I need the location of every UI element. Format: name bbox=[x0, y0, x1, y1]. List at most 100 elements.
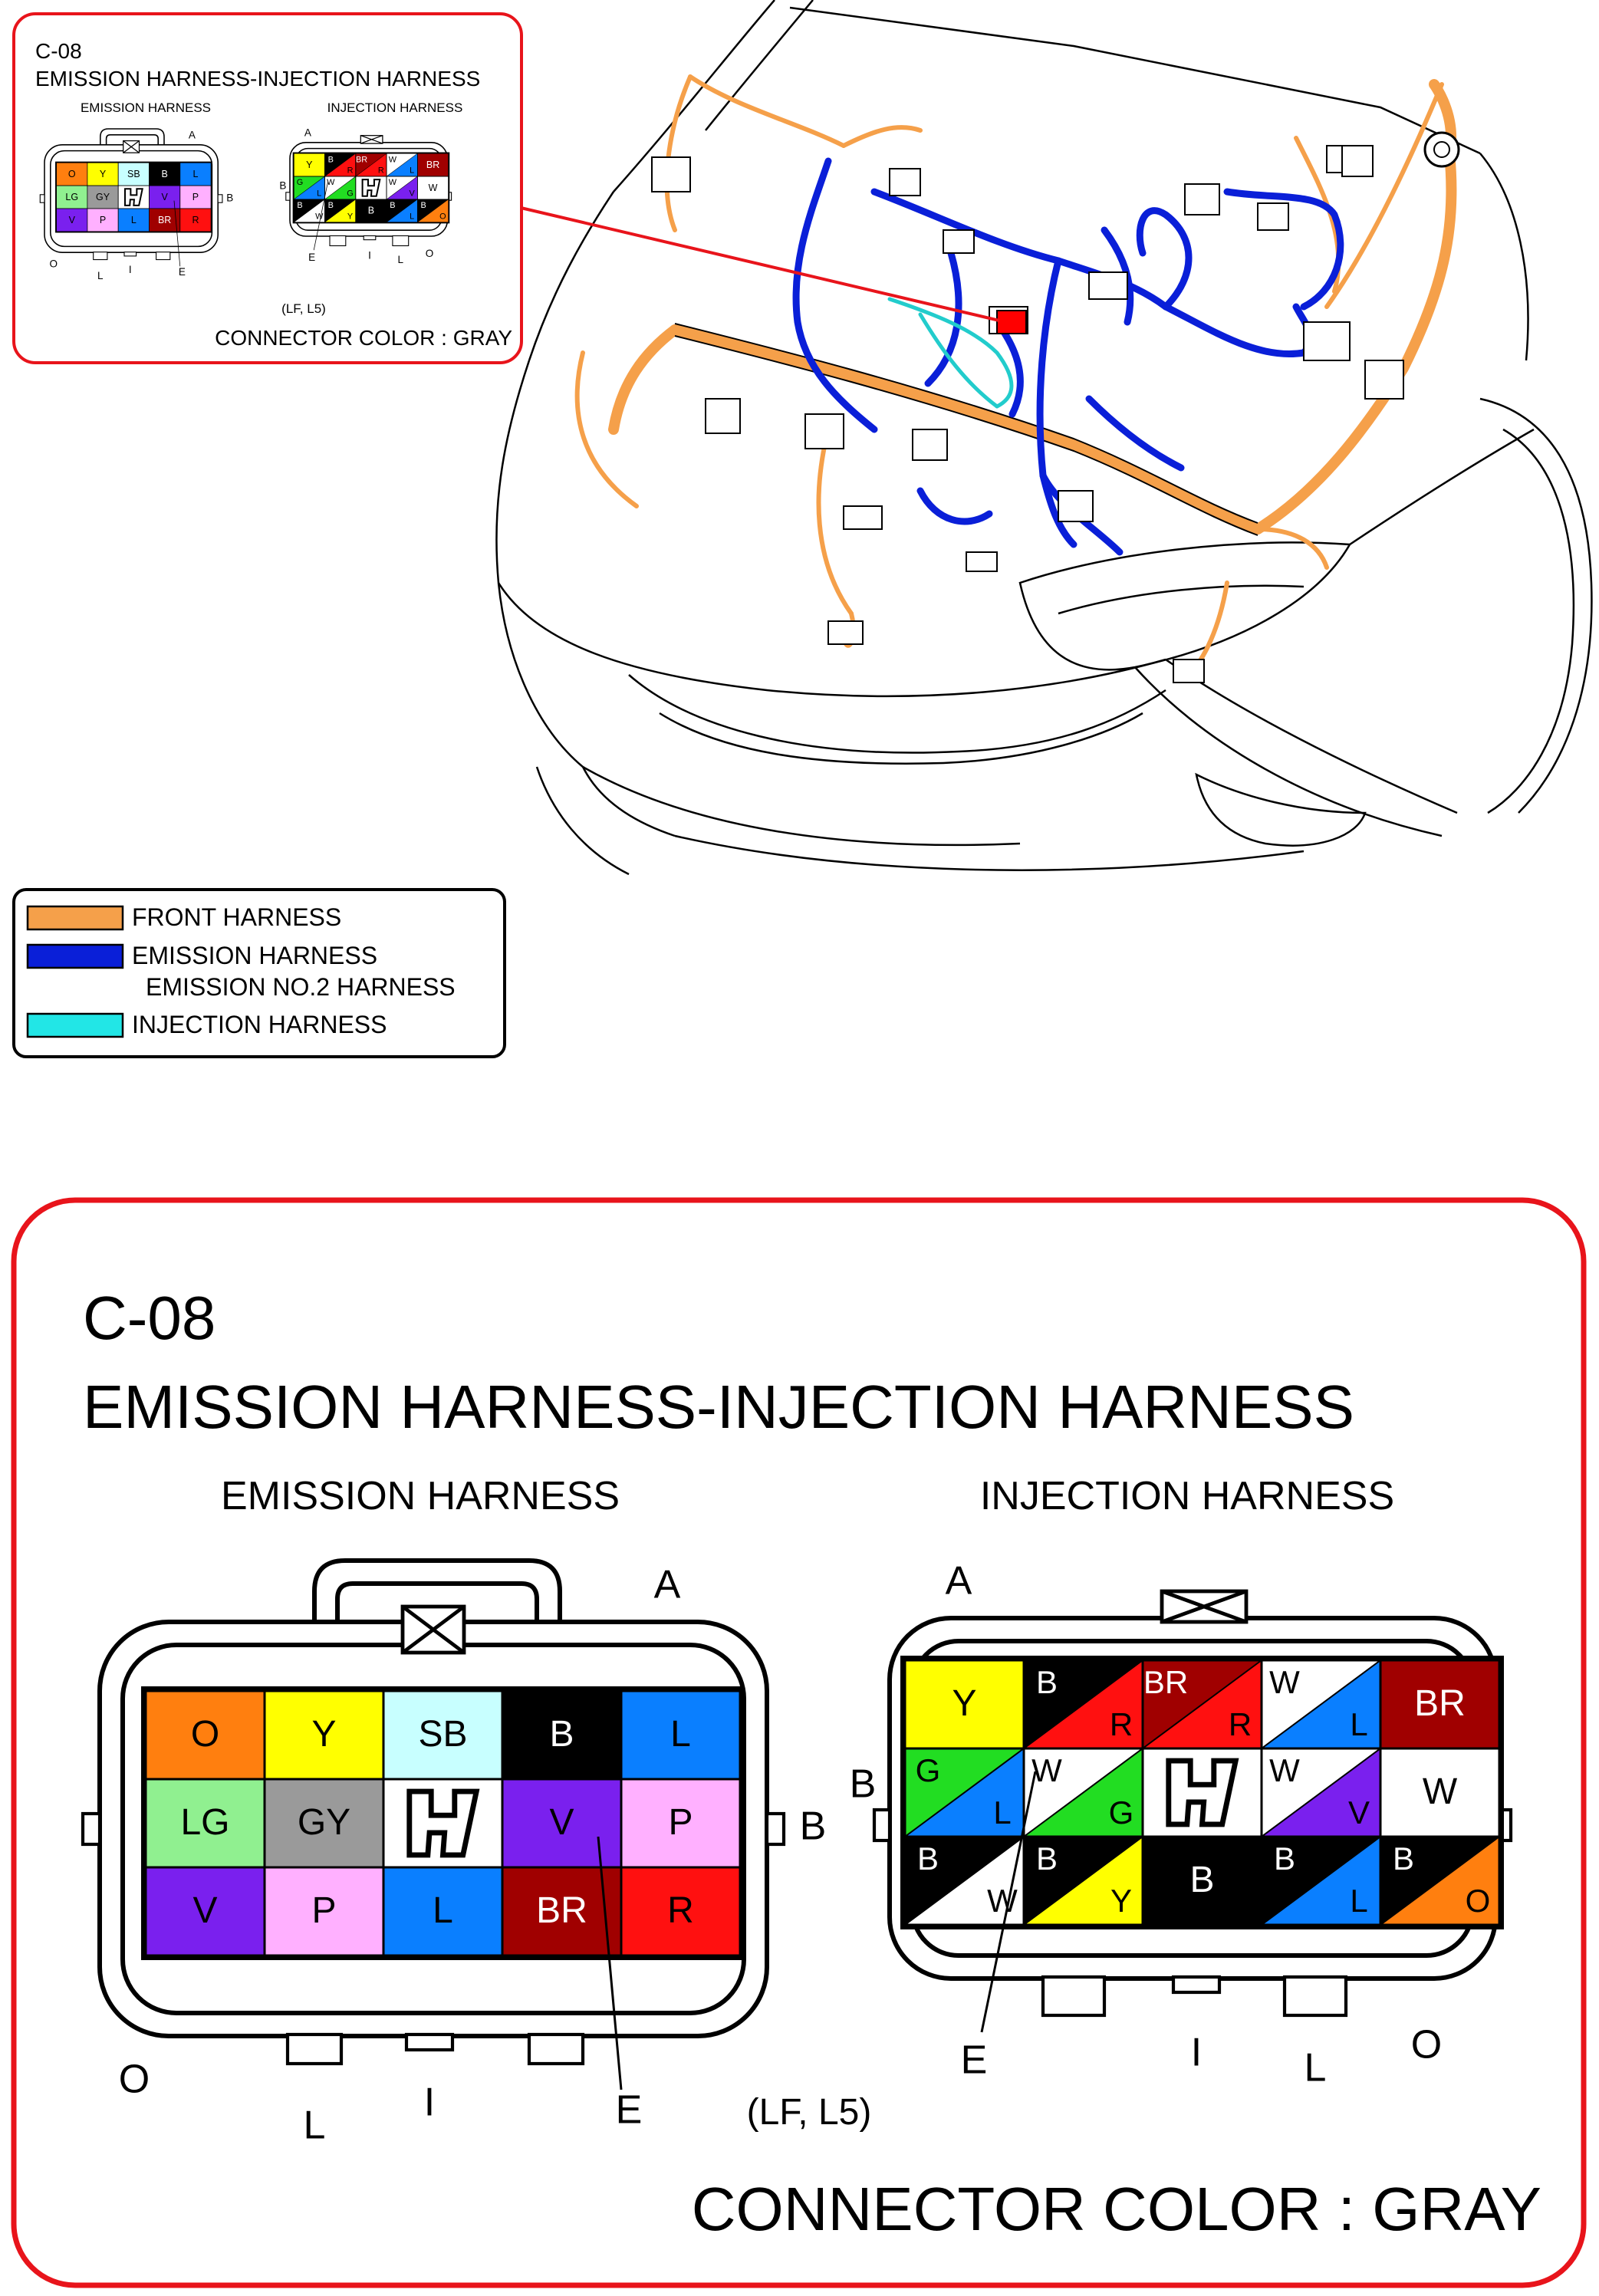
injection-cell-label: W bbox=[389, 178, 397, 187]
injection-cell-stripe-label: Y bbox=[1110, 1883, 1132, 1919]
key-h-icon bbox=[1166, 1758, 1239, 1827]
cell-divider bbox=[1142, 1660, 1262, 1749]
detail-panel: C-08 EMISSION HARNESS-INJECTION HARNESS … bbox=[11, 1197, 1587, 2288]
injection-cell-label: G bbox=[297, 178, 303, 187]
cell-divider bbox=[386, 153, 418, 177]
cell-divider bbox=[904, 1836, 1025, 1926]
injection-cell-stripe-label: L bbox=[410, 212, 414, 221]
injection-cell-label: W bbox=[1031, 1752, 1062, 1788]
bottom-o-label: O bbox=[49, 258, 58, 269]
callout-pointer-line bbox=[517, 206, 1000, 322]
injection-cell-stripe-label: R bbox=[378, 166, 384, 176]
injection-cell-label: B bbox=[1189, 1860, 1214, 1900]
variant-label: (LF, L5) bbox=[747, 2092, 872, 2133]
bottom-tab bbox=[156, 252, 171, 261]
thumb-right-label: INJECTION HARNESS bbox=[327, 100, 463, 115]
bottom-tab bbox=[404, 2032, 455, 2052]
terminal-e-label: E bbox=[616, 2088, 643, 2133]
injection-cell-label: G bbox=[916, 1752, 941, 1788]
emission-cell bbox=[179, 208, 212, 232]
side-nub bbox=[285, 192, 291, 201]
injection-cell-stripe-label: G bbox=[1109, 1794, 1134, 1831]
side-nub bbox=[872, 1808, 892, 1843]
cell-divider bbox=[324, 199, 356, 223]
emission-cell bbox=[149, 185, 181, 209]
emission-cell-label: Y bbox=[100, 169, 107, 179]
key-h-icon bbox=[406, 1788, 480, 1858]
e-pointer-line bbox=[597, 1836, 623, 2090]
injection-cell-label: B bbox=[328, 201, 334, 210]
injection-cell-stripe-label: Y bbox=[347, 212, 354, 221]
injection-cell-label: BR bbox=[356, 155, 367, 164]
injection-cell-label: B bbox=[917, 1840, 939, 1877]
injection-cell-label: W bbox=[429, 183, 438, 193]
emission-cell-label: Y bbox=[311, 1714, 336, 1755]
bottom-tab bbox=[123, 252, 137, 257]
side-b-label: B bbox=[226, 192, 233, 204]
side-nub bbox=[217, 194, 223, 203]
legend-label-emission2: EMISSION NO.2 HARNESS bbox=[146, 973, 456, 1001]
side-b-label: B bbox=[279, 180, 286, 192]
cell-divider bbox=[294, 199, 325, 223]
front-harness-outline bbox=[674, 323, 1258, 536]
injection-cell-border bbox=[1379, 1835, 1501, 1926]
cell-divider bbox=[417, 199, 449, 223]
injection-cell-stripe-label: W bbox=[987, 1883, 1018, 1919]
key-h-icon bbox=[361, 179, 381, 197]
bottom-i-label: I bbox=[129, 264, 132, 275]
emission-cell bbox=[56, 208, 88, 232]
injection-harness-label: INJECTION HARNESS bbox=[980, 1474, 1394, 1518]
bottom-tab bbox=[1171, 1975, 1222, 1995]
bottom-tab bbox=[93, 252, 108, 261]
injection-cell-label: B bbox=[328, 155, 334, 164]
bottom-i-label: I bbox=[424, 2081, 435, 2125]
bottom-tab bbox=[363, 235, 377, 241]
legend-swatch-injection bbox=[26, 1012, 124, 1038]
injection-cell-label: BR bbox=[1143, 1664, 1188, 1700]
thumb-connector-id: C-08 bbox=[35, 39, 82, 63]
emission-harness-wires bbox=[792, 157, 1344, 556]
emission-cell bbox=[263, 1689, 385, 1781]
bottom-l-label: L bbox=[97, 270, 104, 281]
terminal-e-label: E bbox=[308, 252, 315, 263]
emission-harness-label: EMISSION HARNESS bbox=[221, 1474, 620, 1518]
side-nub bbox=[81, 1811, 102, 1847]
side-b-label: B bbox=[850, 1762, 877, 1807]
connector-top-hood-inner bbox=[335, 1581, 539, 1645]
injection-cell-stripe-label: O bbox=[1466, 1883, 1491, 1919]
bottom-i-label: I bbox=[368, 250, 371, 262]
harness-legend: FRONT HARNESS EMISSION HARNESS EMISSION … bbox=[12, 888, 506, 1058]
emission-cell-label: V bbox=[549, 1802, 574, 1843]
emission-cell-label: V bbox=[192, 1890, 217, 1931]
emission-cell-label: L bbox=[192, 169, 198, 179]
cell-divider bbox=[386, 199, 418, 223]
injection-cell-stripe-label: W bbox=[315, 212, 324, 221]
emission-cell-label: P bbox=[311, 1890, 336, 1931]
car-outline bbox=[495, 0, 1593, 876]
injection-cell-label: BR bbox=[1414, 1683, 1466, 1724]
injection-cell-label: B bbox=[421, 201, 426, 210]
bottom-o-label: O bbox=[1411, 2023, 1442, 2067]
cell-divider bbox=[294, 176, 325, 200]
corner-a-label: A bbox=[304, 127, 311, 139]
legend-label-injection: INJECTION HARNESS bbox=[132, 1011, 387, 1038]
bottom-tab bbox=[1041, 1975, 1107, 2018]
cell-divider bbox=[1380, 1836, 1500, 1926]
bottom-tab bbox=[285, 2032, 344, 2066]
emission-cell bbox=[263, 1866, 385, 1957]
injection-cell-stripe-label: L bbox=[1350, 1706, 1367, 1742]
emission-cell bbox=[87, 185, 119, 209]
bottom-tab bbox=[329, 235, 347, 247]
emission-cell-label: B bbox=[161, 169, 167, 179]
emission-cell-label: L bbox=[131, 215, 137, 225]
corner-a-label: A bbox=[946, 1559, 972, 1604]
injection-cell-stripe-label: O bbox=[439, 212, 446, 221]
injection-cell-stripe-label: R bbox=[347, 166, 354, 176]
thumb-left-label: EMISSION HARNESS bbox=[81, 100, 211, 115]
cell-divider bbox=[1261, 1748, 1381, 1837]
thumbnail-callout: C-08 EMISSION HARNESS-INJECTION HARNESS … bbox=[12, 12, 523, 364]
key-h-icon bbox=[123, 188, 143, 206]
injection-cell-stripe-label: G bbox=[347, 189, 353, 199]
emission-cell bbox=[56, 162, 88, 186]
